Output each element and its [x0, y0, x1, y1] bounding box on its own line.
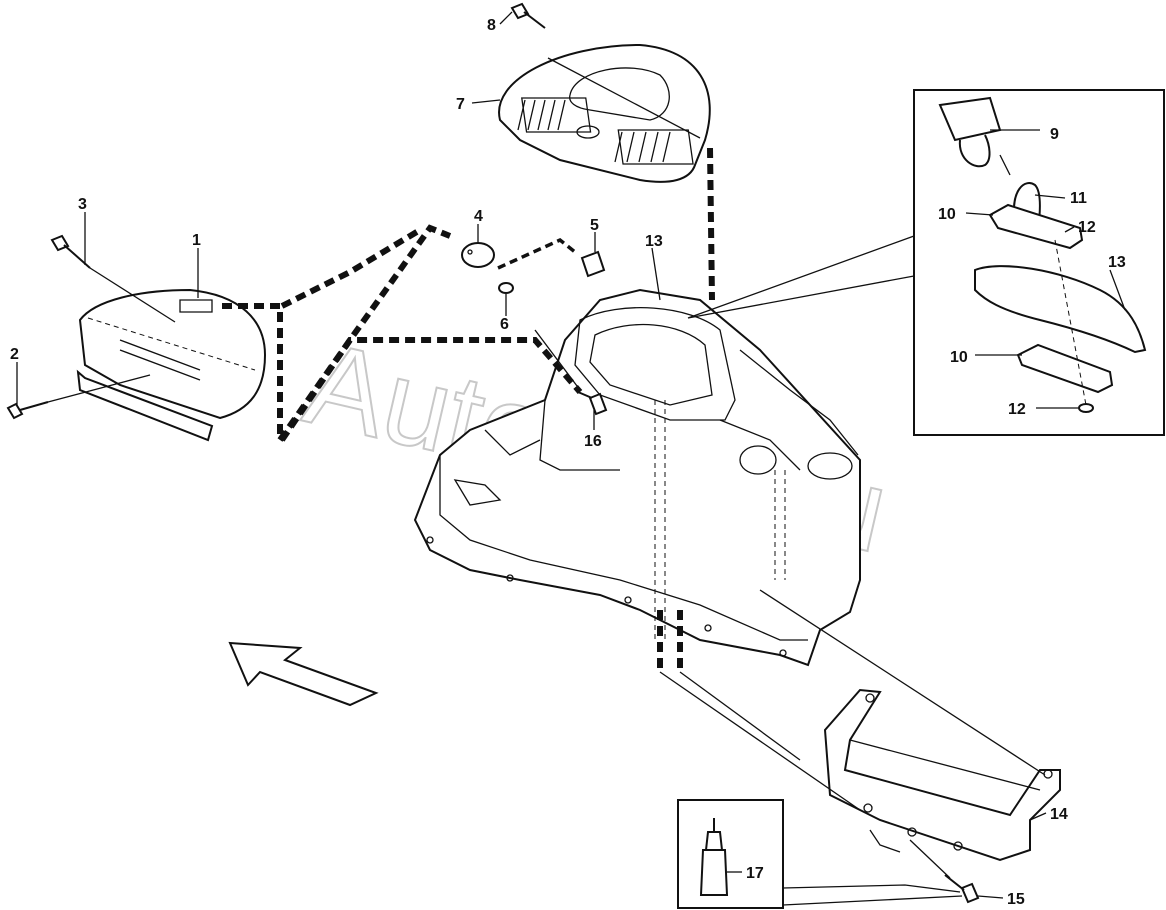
callout-15: 15: [1007, 891, 1025, 908]
washer-part-6: [498, 282, 514, 294]
callout-10-lower: 10: [950, 349, 968, 366]
callout-13-main: 13: [645, 233, 663, 250]
bolt-8: [510, 2, 546, 29]
plug-part-5: [580, 250, 606, 278]
hasp-plate-part-10-lower: [1016, 343, 1114, 394]
callout-14: 14: [1050, 806, 1068, 823]
callout-3: 3: [78, 196, 87, 213]
callout-13-inset: 13: [1108, 254, 1126, 271]
callout-11: 11: [1070, 190, 1087, 207]
top-cover-part: [498, 43, 711, 183]
padlock-part-9: [938, 96, 1002, 168]
bolt-3: [50, 234, 91, 269]
callout-6: 6: [500, 316, 509, 333]
bolt-2: [6, 401, 49, 420]
callout-10-top: 10: [938, 206, 956, 223]
callout-4: 4: [474, 208, 483, 225]
callout-16: 16: [584, 433, 602, 450]
callout-8: 8: [487, 17, 496, 34]
leader-lines: [16, 11, 1126, 899]
main-housing-part: [413, 288, 861, 667]
callout-2: 2: [10, 346, 19, 363]
side-plate-part: [76, 288, 267, 442]
cover-vent-left: [517, 97, 592, 133]
callout-12-top: 12: [1078, 219, 1096, 236]
callout-1: 1: [192, 232, 201, 249]
housing-flange-part-13: [974, 265, 1147, 354]
bracket-part-14: [823, 688, 1061, 862]
cover-vent-right: [614, 129, 694, 165]
bolt-15: [944, 874, 980, 904]
callout-9: 9: [1050, 126, 1059, 143]
hasp-plate-part-10: [988, 203, 1084, 250]
sealant-inset: [677, 799, 963, 909]
callout-17: 17: [746, 865, 764, 882]
direction-arrow: [228, 641, 379, 707]
callout-labels: 1 2 3 4 5 6 7 8 9 10 11 12 13 10 12 13 1…: [10, 17, 1126, 908]
callout-7: 7: [456, 96, 465, 113]
bolt-16: [577, 391, 608, 416]
detail-inset: [687, 89, 1165, 436]
cap-part-4: [461, 242, 495, 268]
callout-5: 5: [590, 217, 599, 234]
callout-12-lower: 12: [1008, 401, 1026, 418]
